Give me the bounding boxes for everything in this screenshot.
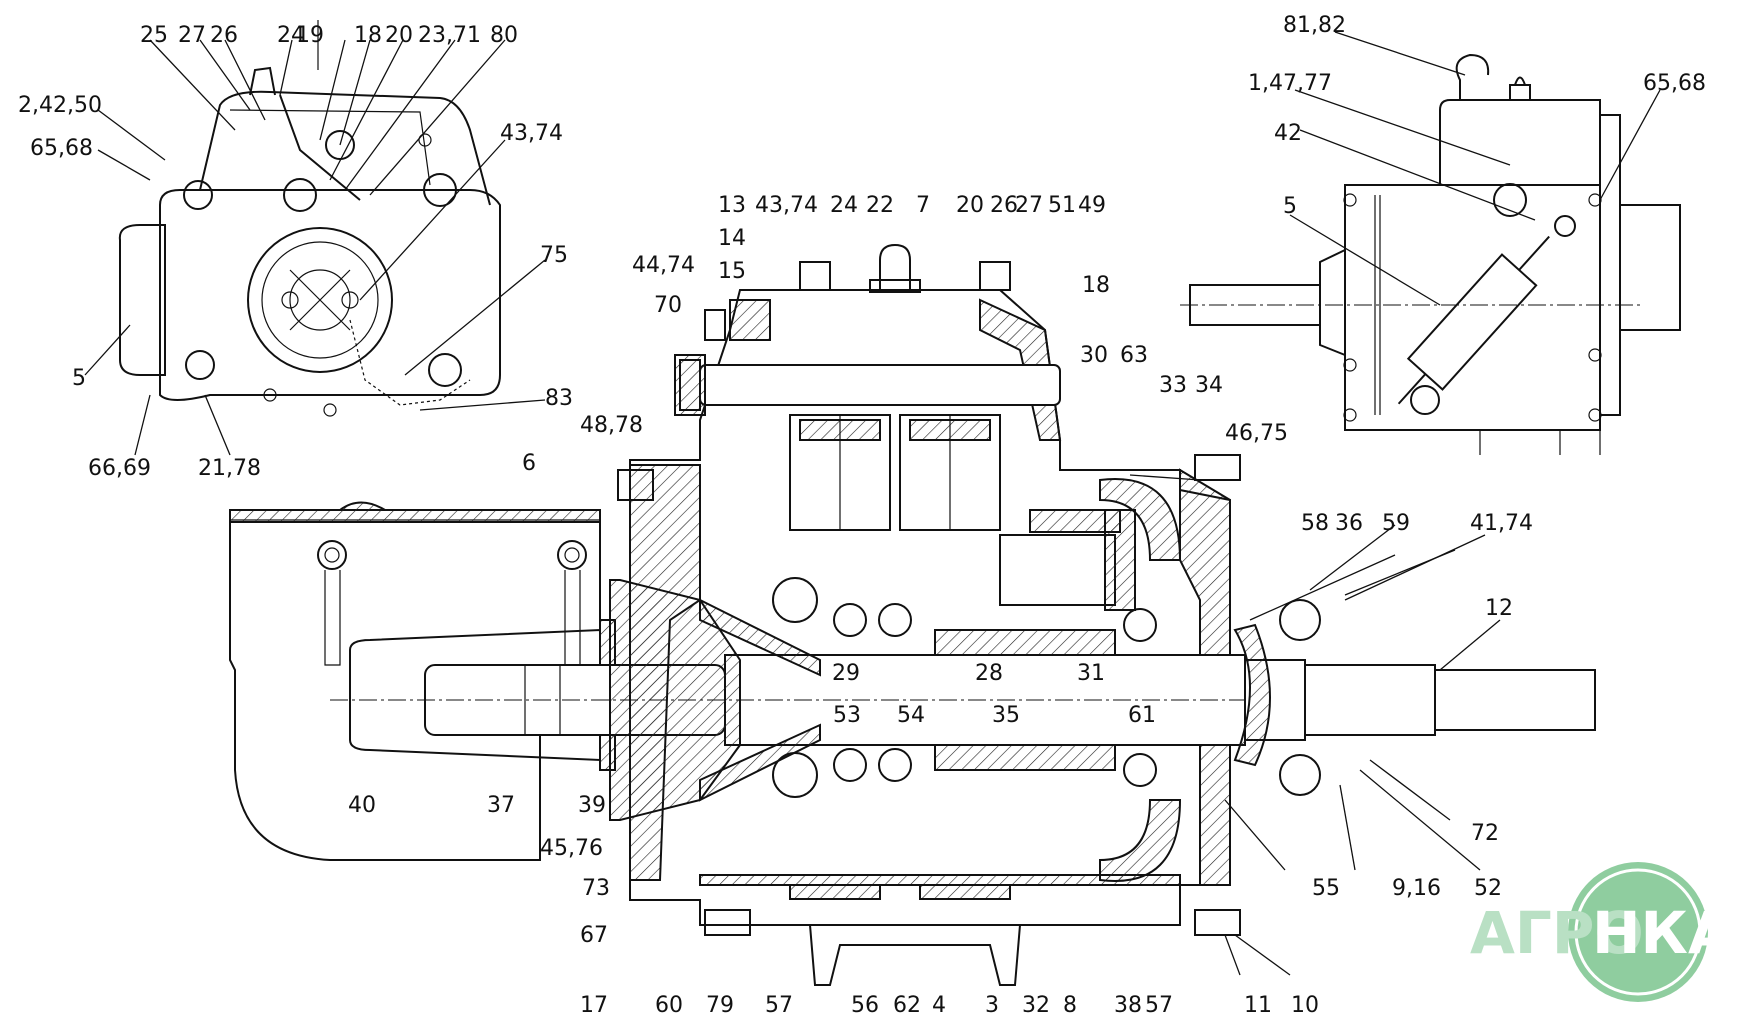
callout-label: 4 bbox=[932, 993, 946, 1018]
callout-label: 9,16 bbox=[1392, 876, 1441, 901]
callout-label: 37 bbox=[487, 793, 515, 818]
callout-label: 38 bbox=[1114, 993, 1142, 1018]
callout-label: 11 bbox=[1244, 993, 1272, 1018]
callout-label: 43,74 bbox=[755, 193, 818, 218]
callout-label: 5 bbox=[1283, 194, 1297, 219]
callout-label: 81,82 bbox=[1283, 13, 1346, 38]
callout-label: 79 bbox=[706, 993, 734, 1018]
callout-label: 75 bbox=[540, 243, 568, 268]
callout-label: 45,76 bbox=[540, 836, 603, 861]
callout-label: 29 bbox=[832, 661, 860, 686]
callout-label: 57 bbox=[765, 993, 793, 1018]
callout-label: 39 bbox=[578, 793, 606, 818]
callout-label: 32 bbox=[1022, 993, 1050, 1018]
callout-label: 1,47,77 bbox=[1248, 71, 1332, 96]
callout-label: 8 bbox=[1063, 993, 1077, 1018]
callout-label: 31 bbox=[1077, 661, 1105, 686]
callout-label: 7 bbox=[916, 193, 930, 218]
callout-label: 80 bbox=[490, 23, 518, 48]
callout-label: 60 bbox=[655, 993, 683, 1018]
callout-label: 21,78 bbox=[198, 456, 261, 481]
callout-label: 5 bbox=[72, 366, 86, 391]
callout-label: 18 bbox=[354, 23, 382, 48]
callout-label: 58 bbox=[1301, 511, 1329, 536]
callout-label: 62 bbox=[893, 993, 921, 1018]
callout-label: 25 bbox=[140, 23, 168, 48]
leader-lines bbox=[84, 31, 1661, 976]
callout-label: 24 bbox=[830, 193, 858, 218]
callout-label: 48,78 bbox=[580, 413, 643, 438]
callout-label: 49 bbox=[1078, 193, 1106, 218]
callout-label: 72 bbox=[1471, 821, 1499, 846]
callout-label: 15 bbox=[718, 259, 746, 284]
logo-text-left: АГРО bbox=[1470, 899, 1644, 967]
side-view-right bbox=[1180, 53, 1681, 455]
end-view-left bbox=[118, 20, 501, 417]
callout-label: 35 bbox=[992, 703, 1020, 728]
section-view bbox=[229, 243, 1596, 986]
callout-label: 57 bbox=[1145, 993, 1173, 1018]
callout-label: 65,68 bbox=[30, 136, 93, 161]
callout-label: 28 bbox=[975, 661, 1003, 686]
callout-label: 70 bbox=[654, 293, 682, 318]
callout-label: 27 bbox=[1015, 193, 1043, 218]
callout-label: 41,74 bbox=[1470, 511, 1533, 536]
callout-label: 46,75 bbox=[1225, 421, 1288, 446]
callout-label: 54 bbox=[897, 703, 925, 728]
callout-label: 51 bbox=[1048, 193, 1076, 218]
callout-label: 20 bbox=[385, 23, 413, 48]
callout-label: 14 bbox=[718, 226, 746, 251]
callout-label: 59 bbox=[1382, 511, 1410, 536]
callout-label: 10 bbox=[1291, 993, 1319, 1018]
logo-circle bbox=[1568, 862, 1708, 1002]
callout-label: 53 bbox=[833, 703, 861, 728]
callout-label: 83 bbox=[545, 386, 573, 411]
callout-label: 33 bbox=[1159, 373, 1187, 398]
callout-label: 26 bbox=[210, 23, 238, 48]
callout-label: 56 bbox=[851, 993, 879, 1018]
callout-label: 23,71 bbox=[418, 23, 481, 48]
callout-label: 2,42,50 bbox=[18, 93, 102, 118]
callout-label: 22 bbox=[866, 193, 894, 218]
callout-label: 18 bbox=[1082, 273, 1110, 298]
callout-label: 63 bbox=[1120, 343, 1148, 368]
callout-label: 12 bbox=[1485, 596, 1513, 621]
callout-label: 27 bbox=[178, 23, 206, 48]
callout-label: 67 bbox=[580, 923, 608, 948]
callout-label: 6 bbox=[522, 451, 536, 476]
callout-label: 52 bbox=[1474, 876, 1502, 901]
logo-inner-circle bbox=[1574, 868, 1702, 996]
callout-label: 30 bbox=[1080, 343, 1108, 368]
callout-label: 24 bbox=[277, 23, 305, 48]
callout-label: 73 bbox=[582, 876, 610, 901]
callout-label: 61 bbox=[1128, 703, 1156, 728]
logo-text-right: НКА bbox=[1592, 899, 1733, 967]
callout-label: 40 bbox=[348, 793, 376, 818]
callout-label: 17 bbox=[580, 993, 608, 1018]
callout-label: 44,74 bbox=[632, 253, 695, 278]
callout-label: 13 bbox=[718, 193, 746, 218]
callout-label: 26 bbox=[990, 193, 1018, 218]
callout-label: 34 bbox=[1195, 373, 1223, 398]
callout-label: 55 bbox=[1312, 876, 1340, 901]
callout-label: 20 bbox=[956, 193, 984, 218]
callout-label: 42 bbox=[1274, 121, 1302, 146]
callout-label: 43,74 bbox=[500, 121, 563, 146]
callout-label: 66,69 bbox=[88, 456, 151, 481]
brand-logo: АГРО НКА bbox=[1470, 862, 1733, 1002]
callout-label: 19 bbox=[296, 23, 324, 48]
callout-label: 3 bbox=[985, 993, 999, 1018]
callout-label: 36 bbox=[1335, 511, 1363, 536]
callout-label: 65,68 bbox=[1643, 71, 1706, 96]
